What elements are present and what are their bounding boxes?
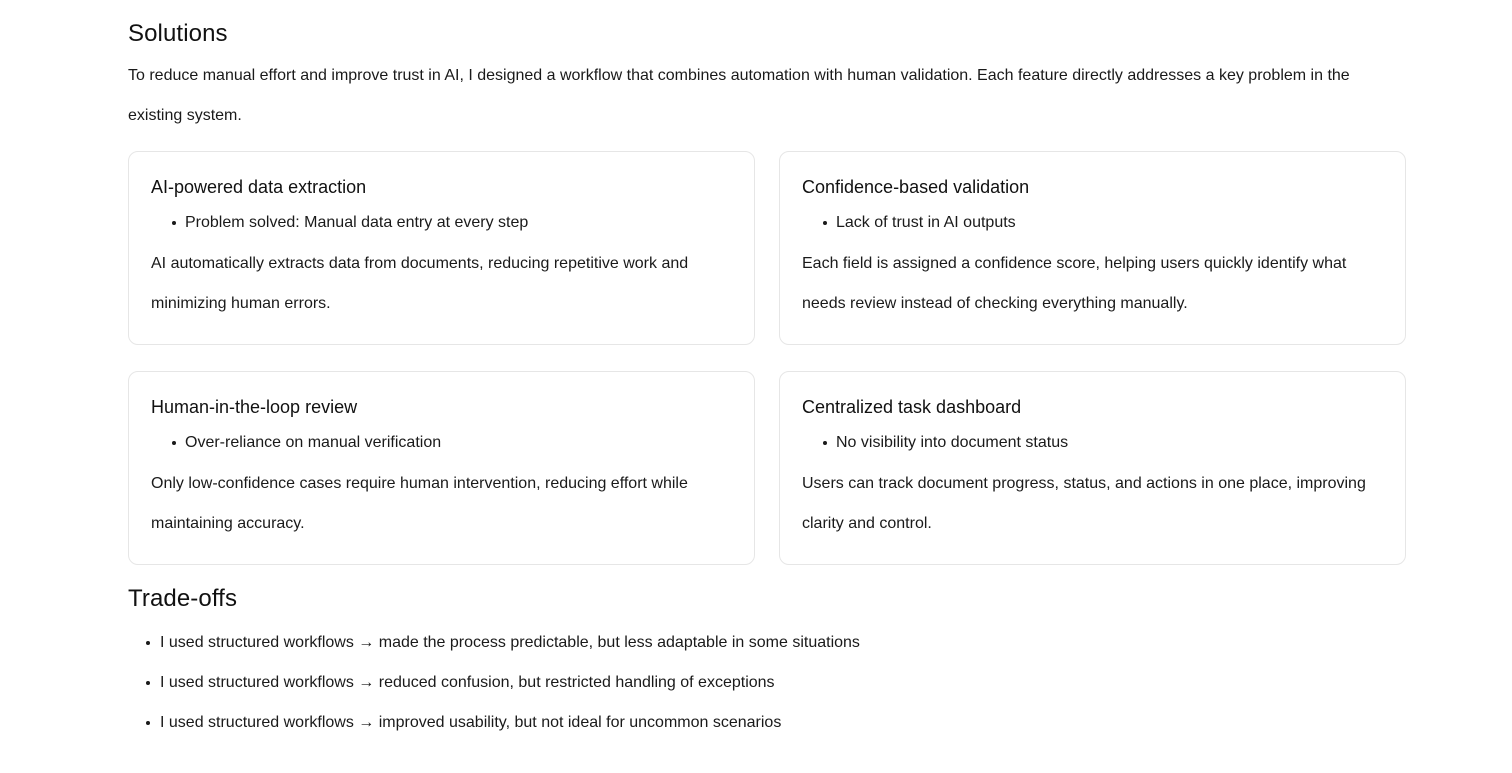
solution-card-title: Confidence-based validation xyxy=(802,177,1030,197)
solution-card-problem-item: No visibility into document status xyxy=(792,423,1383,463)
solutions-heading: Solutions xyxy=(128,20,228,47)
solution-card-problem-list: Problem solved: Manual data entry at eve… xyxy=(141,203,732,243)
solution-card-problem-item: Over-reliance on manual verification xyxy=(141,423,732,463)
solution-card-title: AI-powered data extraction xyxy=(151,177,367,197)
solution-card-title: Human-in-the-loop review xyxy=(151,397,358,417)
solutions-card-grid: AI-powered data extraction Problem solve… xyxy=(128,151,1406,565)
solutions-intro-paragraph: To reduce manual effort and improve trus… xyxy=(128,67,1350,124)
solution-card: AI-powered data extraction Problem solve… xyxy=(128,151,755,345)
solution-card-problem-list: Over-reliance on manual verification xyxy=(141,423,732,463)
solutions-page: Solutions To reduce manual effort and im… xyxy=(128,20,1406,743)
solution-card-description: Only low-confidence cases require human … xyxy=(151,475,688,532)
solution-card: Centralized task dashboard No visibility… xyxy=(779,371,1406,565)
solution-card-title: Centralized task dashboard xyxy=(802,397,1022,417)
solution-card-problem-item: Problem solved: Manual data entry at eve… xyxy=(141,203,732,243)
solution-card: Confidence-based validation Lack of trus… xyxy=(779,151,1406,345)
solution-card-problem-item: Lack of trust in AI outputs xyxy=(792,203,1383,243)
tradeoff-item: I used structured workflows → made the p… xyxy=(128,623,1405,663)
tradeoff-item: I used structured workflows → improved u… xyxy=(128,703,1405,743)
tradeoffs-heading: Trade-offs xyxy=(128,585,238,612)
solution-card-description: Each field is assigned a confidence scor… xyxy=(802,255,1347,312)
tradeoff-item: I used structured workflows → reduced co… xyxy=(128,663,1405,703)
solution-card-problem-list: No visibility into document status xyxy=(792,423,1383,463)
solution-card: Human-in-the-loop review Over-reliance o… xyxy=(128,371,755,565)
tradeoffs-list: I used structured workflows → made the p… xyxy=(128,623,1405,743)
solution-card-problem-list: Lack of trust in AI outputs xyxy=(792,203,1383,243)
solution-card-description: AI automatically extracts data from docu… xyxy=(151,255,689,312)
solution-card-description: Users can track document progress, statu… xyxy=(802,475,1366,532)
